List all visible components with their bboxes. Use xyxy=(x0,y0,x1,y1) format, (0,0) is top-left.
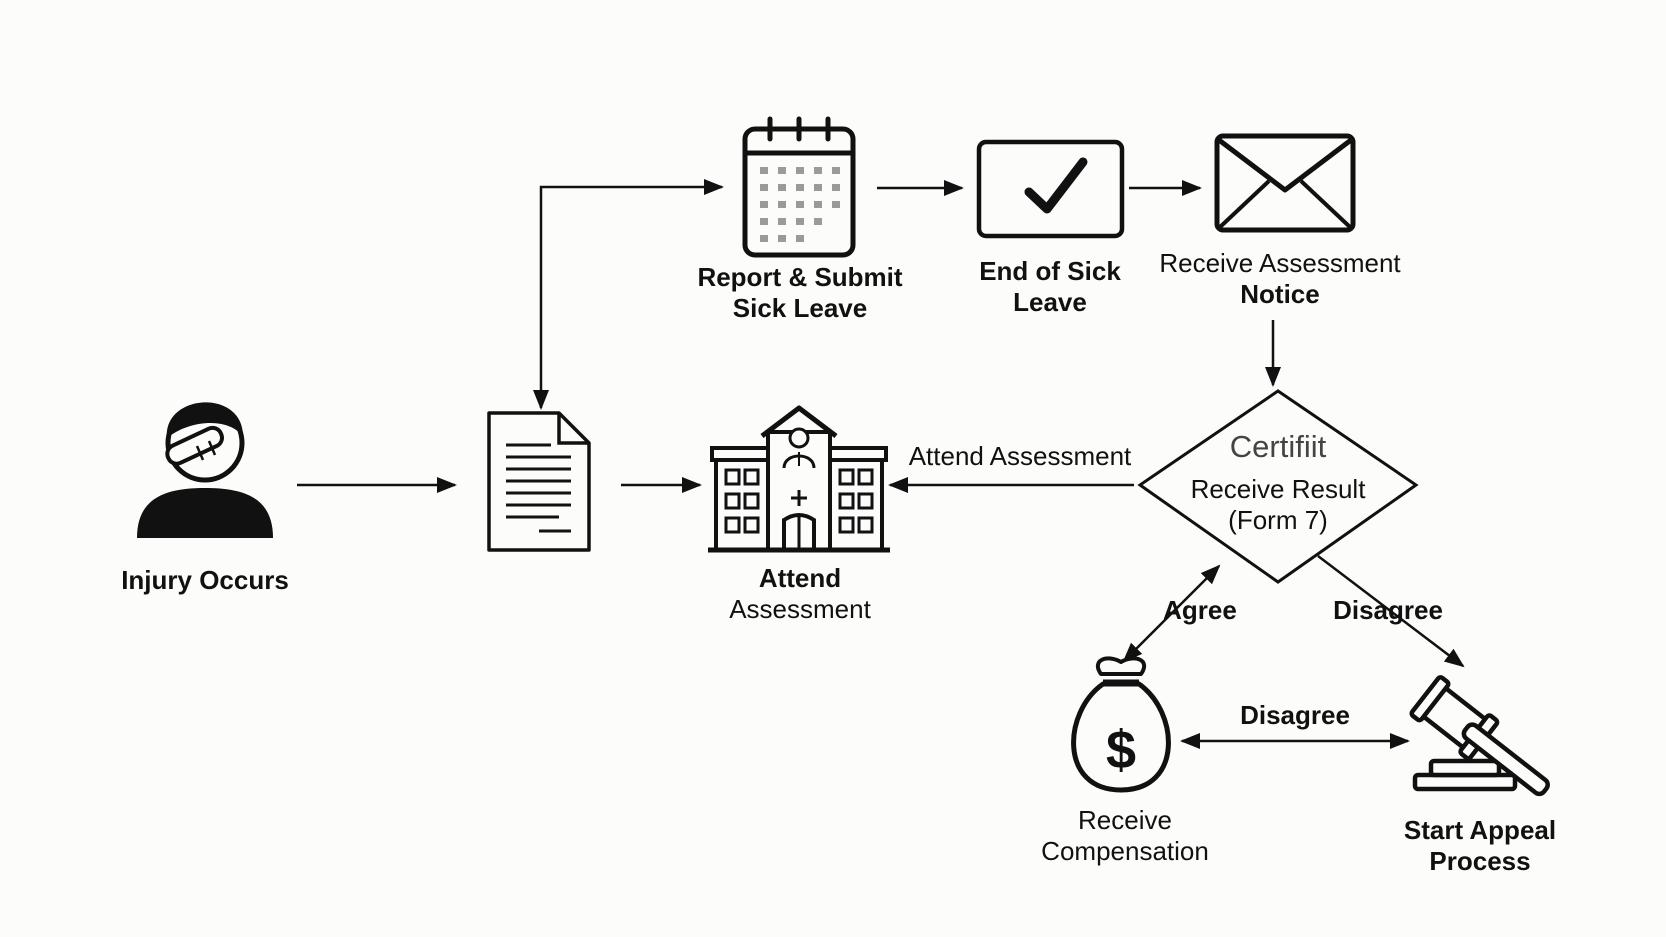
document-icon xyxy=(487,411,591,552)
label-receive-result: Receive Result (Form 7) xyxy=(1158,474,1398,536)
decision-heading-text: Certifiit xyxy=(1229,429,1327,464)
appeal-label-line2: Process xyxy=(1429,846,1531,877)
label-start-appeal: Start Appeal Process xyxy=(1365,815,1595,877)
arrow-disagree-right xyxy=(1317,555,1465,668)
notice-label-line2: Notice xyxy=(1240,279,1320,310)
attend-assessment-edge-text: Attend Assessment xyxy=(908,441,1132,471)
hospital-icon xyxy=(708,405,890,553)
report-label-line2: Sick Leave xyxy=(732,293,868,324)
gavel-icon xyxy=(1409,675,1550,797)
injury-label-text: Injury Occurs xyxy=(121,565,289,595)
notice-label-line1: Receive Assessment xyxy=(1159,248,1401,278)
compensation-label-line2: Compensation xyxy=(1041,836,1209,867)
compensation-label-line1: Receive xyxy=(1078,805,1172,835)
injured-person-icon xyxy=(137,402,273,538)
decision-label-line2: (Form 7) xyxy=(1228,505,1328,536)
hospital-label-line1: Attend xyxy=(758,563,842,593)
agree-edge-text: Agree xyxy=(1163,595,1237,625)
svg-text:$: $ xyxy=(1106,720,1136,780)
end-leave-label-line2: Leave xyxy=(1013,287,1087,318)
label-injury-occurs: Injury Occurs xyxy=(95,565,315,596)
disagree-right-edge-text: Disagree xyxy=(1333,595,1443,625)
hospital-label-line2: Assessment xyxy=(729,594,871,625)
report-label-line1: Report & Submit xyxy=(697,262,903,292)
decision-heading: Certifiit xyxy=(1158,428,1398,465)
appeal-label-line1: Start Appeal xyxy=(1403,815,1557,845)
edge-label-agree: Agree xyxy=(1145,595,1255,626)
envelope-icon xyxy=(1214,133,1356,233)
edge-label-attend-assessment: Attend Assessment xyxy=(895,441,1145,472)
label-report-submit: Report & Submit Sick Leave xyxy=(675,262,925,324)
decision-diamond xyxy=(1137,389,1419,584)
arrow-agree xyxy=(1122,564,1221,663)
connectors xyxy=(297,179,1465,749)
calendar-icon xyxy=(742,116,856,258)
edge-label-disagree-bottom: Disagree xyxy=(1225,700,1365,731)
label-attend-assessment: Attend Assessment xyxy=(690,563,910,625)
label-end-of-sick-leave: End of Sick Leave xyxy=(945,256,1155,318)
disagree-bottom-edge-text: Disagree xyxy=(1240,700,1350,730)
money-bag-icon: $ xyxy=(1071,656,1171,793)
end-leave-label-line1: End of Sick xyxy=(979,256,1121,286)
arrow-to-report xyxy=(533,179,724,410)
edge-label-disagree-right: Disagree xyxy=(1318,595,1458,626)
decision-label-line1: Receive Result xyxy=(1190,474,1366,504)
checkmark-icon xyxy=(976,139,1125,239)
label-receive-compensation: Receive Compensation xyxy=(1010,805,1240,867)
label-receive-assessment-notice: Receive Assessment Notice xyxy=(1135,248,1425,310)
